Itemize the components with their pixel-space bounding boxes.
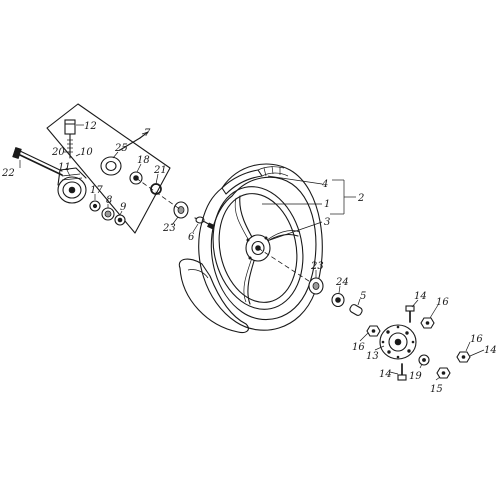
callout-12: 12 [84,121,97,132]
callout-18: 18 [137,155,150,166]
callout-16-left: 16 [352,342,365,353]
callout-9: 9 [120,202,127,213]
disc-bolt-bottom [397,363,407,381]
leader-lines [19,124,485,381]
callout-14-top: 14 [414,291,427,302]
axle-bolt [12,146,63,176]
callout-16-top: 16 [436,297,449,308]
callout-14-right: 14 [484,345,497,356]
disc-washer-bottom [418,354,430,366]
callout-8: 8 [106,195,112,206]
speedometer-cable-fitting [64,119,76,159]
callout-14-bottom: 14 [379,369,392,380]
callout-16-right: 16 [470,334,483,345]
callout-20: 20 [51,147,65,158]
callout-labels: 7 12 20 10 11 22 25 18 21 17 8 9 23 6 4 … [1,121,497,395]
collar-lower [308,277,324,295]
callout-25: 25 [114,143,128,154]
gear-9 [114,214,126,226]
callout-23-upper: 23 [162,223,176,234]
bearing-lower [331,292,345,308]
callout-4: 4 [321,179,328,190]
spacer-tube [349,304,363,316]
disc-nut-bottom [436,367,451,379]
callout-3: 3 [324,217,330,228]
disc-nut-right [456,351,471,363]
valve-stem [194,216,215,230]
inner-tube [178,258,249,334]
callout-2: 2 [357,193,364,204]
hub-assembly-group-box [46,103,171,234]
disc-nut-top [420,317,435,329]
callout-7: 7 [144,128,151,139]
callout-10: 10 [80,147,93,158]
callout-5: 5 [360,291,366,302]
speedometer-gearbox [57,167,87,204]
callout-24: 24 [335,277,349,288]
callout-6: 6 [188,232,195,243]
callout-13: 13 [366,351,379,362]
oil-seal [100,156,122,176]
disc-nut-left [366,325,381,337]
callout-21: 21 [153,165,167,176]
callout-1: 1 [324,199,330,210]
callout-11: 11 [58,162,71,173]
callout-17: 17 [90,185,103,196]
disc-bolt-top [405,305,415,323]
gear-8 [101,207,115,221]
callout-23-lower: 23 [310,261,324,272]
callout-22: 22 [1,168,15,179]
axle-centerline [135,177,316,286]
callout-19: 19 [409,371,422,382]
collar-upper [173,201,189,219]
brake-disc [379,324,417,360]
callout-15: 15 [430,384,443,395]
washer-17 [89,200,101,212]
